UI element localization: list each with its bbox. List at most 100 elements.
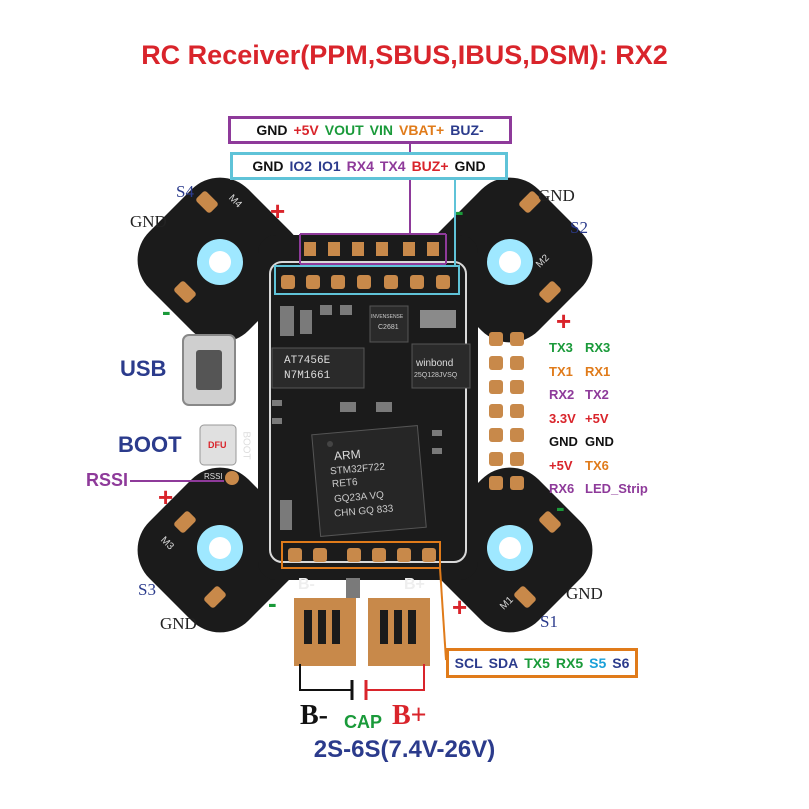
s2-label: S2 [570, 218, 588, 237]
motor-pads [174, 191, 561, 608]
silk-mcu-line1: ARM [333, 446, 362, 464]
mount-holes [197, 239, 533, 571]
top-header-2-pin-5: BUZ+ [411, 158, 449, 174]
right-pin-row: RX2 TX2 [549, 383, 648, 407]
top-header-2-pin-4: TX4 [379, 158, 406, 174]
top-header-1-label: GND +5V VOUT VIN VBAT+ BUZ- [228, 116, 512, 144]
right-pin-right-label: LED_Strip [585, 481, 648, 497]
gnd-label-bottom-right: GND [566, 584, 603, 603]
silk-b-minus: B- [298, 576, 315, 593]
gnd-label-bottom-left: GND [160, 614, 197, 633]
minus-mark-right-bottom: - [556, 492, 565, 522]
right-pin-right-label: GND [585, 434, 614, 450]
bottom-header-pin-1: SDA [488, 655, 519, 671]
top-header-2-pin-2: IO1 [318, 158, 341, 174]
power-range-label: 2S-6S(7.4V-26V) [313, 736, 496, 763]
right-pin-right-label: RX1 [585, 363, 611, 379]
top-header-1-pin-1: +5V [293, 122, 319, 138]
right-pin-left-label: 3.3V [549, 410, 576, 426]
battery-pads [294, 598, 430, 666]
silk-mcu-line3: RET6 [331, 476, 358, 491]
diagram-title: RC Receiver(PPM,SBUS,IBUS,DSM): RX2 [141, 40, 668, 70]
right-pin-left-label: TX1 [549, 363, 573, 379]
bottom-header-pin-4: S5 [589, 655, 607, 671]
pcb-inner-outline [269, 261, 467, 563]
right-pin-right-label: TX2 [585, 387, 609, 403]
top-header-1-pin-4: VBAT+ [398, 122, 445, 138]
right-pin-row: +5V TX6 [549, 454, 648, 478]
gyro-chip [369, 305, 409, 343]
right-pin-left-label: TX3 [549, 340, 573, 356]
right-pin-row: 3.3V +5V [549, 407, 648, 431]
silk-flash-line1: winbond [416, 358, 454, 369]
minus-mark-top-right: - [455, 196, 464, 226]
right-pin-left-label: RX2 [549, 387, 575, 403]
rssi-pad [225, 471, 239, 485]
right-pin-left-label: +5V [549, 457, 573, 473]
right-pin-left-label: RX6 [549, 481, 575, 497]
bottom-header-label: SCL SDA TX5 RX5 S5 S6 [446, 648, 638, 678]
leader-lines [130, 140, 460, 661]
osd-chip [271, 347, 365, 389]
boot-label: BOOT [118, 432, 182, 457]
right-pin-row: TX1 RX1 [549, 360, 648, 384]
s1-label: S1 [540, 612, 558, 631]
minus-mark-bottom-left: - [268, 588, 277, 618]
silk-flash-line2: 25Q128JVSQ [414, 372, 458, 379]
flash-chip [411, 343, 471, 389]
silk-b-plus: B+ [404, 576, 425, 593]
passive-components [272, 305, 456, 598]
minus-mark-left: - [162, 296, 171, 326]
top-pin-header-row1 [304, 242, 439, 256]
silk-gyro-line2: C2681 [378, 324, 399, 331]
bottom-header-pin-5: S6 [612, 655, 630, 671]
plus-mark-bottom-right: + [452, 592, 468, 622]
silk-gyro-line1: INVENSENSE [371, 314, 404, 320]
plus-mark-left-bottom: + [158, 482, 174, 512]
top-header-1-pin-5: BUZ- [450, 122, 484, 138]
top-header-2-pin-0: GND [252, 158, 284, 174]
top-header-1-pin-2: VOUT [324, 122, 364, 138]
b-plus-label: B+ [392, 700, 427, 731]
right-pin-header [489, 332, 524, 490]
cap-label: CAP [344, 712, 383, 732]
silk-osd-line2: N7M1661 [284, 370, 331, 382]
top-header-1-pin-0: GND [256, 122, 288, 138]
bottom-header-pin-3: RX5 [555, 655, 584, 671]
bottom-header-pin-0: SCL [454, 655, 483, 671]
silk-osd-line1: AT7456E [284, 355, 331, 367]
cap-wiring [299, 664, 425, 700]
b-minus-label: B- [300, 700, 328, 731]
right-pin-right-label: +5V [585, 410, 609, 426]
bottom-header-pin-2: TX5 [524, 655, 550, 671]
right-pin-row: RX6 LED_Strip [549, 477, 648, 501]
mcu-pin1-dot [327, 441, 333, 447]
right-pin-left-label: GND [549, 434, 578, 450]
plus-mark-top-left: + [270, 196, 286, 226]
gnd-label-top-left: GND [130, 212, 167, 231]
right-pin-row: TX3 RX3 [549, 336, 648, 360]
gnd-label-top-right: GND [538, 186, 575, 205]
s4-label: S4 [176, 182, 194, 201]
top-header-1-pin-3: VIN [369, 122, 393, 138]
rssi-label: RSSI [86, 470, 129, 490]
top-header-2-pin-6: GND [454, 158, 486, 174]
silk-rssi: RSSI [204, 472, 223, 481]
plus-mark-right: + [556, 306, 572, 336]
right-pin-right-label: TX6 [585, 457, 609, 473]
boot-button [199, 424, 237, 466]
mcu-chip [311, 425, 427, 537]
usb-label: USB [120, 356, 167, 381]
s3-label: S3 [138, 580, 156, 599]
top-header-2-pin-1: IO2 [289, 158, 313, 174]
bottom-pin-header [288, 548, 436, 562]
top-pin-header-row2 [281, 275, 450, 289]
usb-port-opening [196, 350, 222, 390]
right-pin-row: GND GND [549, 430, 648, 454]
top-header-2-label: GND IO2 IO1 RX4 TX4 BUZ+ GND [230, 152, 508, 180]
right-pin-right-label: RX3 [585, 340, 611, 356]
top-header-2-pin-3: RX4 [346, 158, 374, 174]
